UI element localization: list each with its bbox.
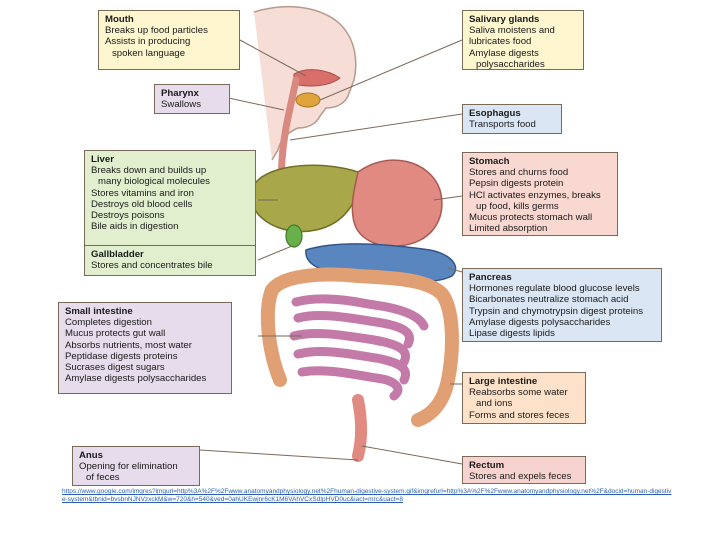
- rectum-line: Stores and expels feces: [469, 471, 572, 483]
- pancreas-line: Hormones regulate blood glucose levels: [469, 283, 640, 295]
- liver-line: Destroys poisons: [91, 210, 165, 222]
- liver-line: Breaks down and builds up: [91, 165, 207, 177]
- pharynx-box: Pharynx Swallows: [154, 84, 230, 114]
- small-intestine-line: Sucrases digest sugars: [65, 362, 165, 374]
- rectum-box: Rectum Stores and expels feces: [462, 456, 586, 484]
- small-intestine-line: Absorbs nutrients, most water: [65, 339, 192, 351]
- small-intestine-box: Small intestine Completes digestion Mucu…: [58, 302, 232, 394]
- mouth-line: Breaks up food particles: [105, 25, 208, 37]
- anus-line: Opening for elimination: [79, 461, 178, 473]
- small-intestine-line: Completes digestion: [65, 317, 152, 329]
- anus-title: Anus: [79, 450, 103, 461]
- esophagus-line: Transports food: [469, 119, 536, 131]
- digestive-diagram: Mouth Breaks up food particles Assists i…: [58, 0, 674, 486]
- rectum-organ: [352, 394, 367, 462]
- large-intestine-organ: [260, 267, 459, 427]
- small-intestine-line: Peptidase digests proteins: [65, 350, 178, 362]
- esophagus-box: Esophagus Transports food: [462, 104, 562, 134]
- liver-line: Destroys old blood cells: [91, 198, 193, 210]
- large-intestine-title: Large intestine: [469, 376, 538, 387]
- mouth-line: spoken language: [112, 47, 186, 59]
- gallbladder-section: Gallbladder Stores and concentrates bile: [85, 245, 255, 274]
- gallbladder-line: Stores and concentrates bile: [91, 260, 213, 272]
- salivary-glands-box: Salivary glands Saliva moistens and lubr…: [462, 10, 584, 70]
- esophagus-title: Esophagus: [469, 108, 521, 119]
- large-intestine-line: Forms and stores feces: [469, 409, 570, 421]
- stomach-line: Pepsin digests protein: [469, 178, 564, 190]
- rectum-title: Rectum: [469, 460, 505, 471]
- small-intestine-line: Amylase digests polysaccharides: [65, 373, 207, 385]
- pancreas-line: Lipase digests lipids: [469, 328, 555, 340]
- liver-line: Stores vitamins and iron: [91, 187, 194, 199]
- connector-lines: [199, 39, 463, 465]
- large-intestine-line: and ions: [476, 398, 513, 410]
- pharynx-line: Swallows: [161, 99, 201, 111]
- stomach-line: Mucus protects stomach wall: [469, 212, 593, 224]
- salivary-line: Amylase digests: [469, 47, 539, 59]
- salivary-line: lubricates food: [469, 36, 532, 48]
- liver-line: many biological molecules: [98, 176, 210, 188]
- anus-box: Anus Opening for elimination of feces: [72, 446, 200, 486]
- stomach-title: Stomach: [469, 156, 510, 167]
- stomach-line: Stores and churns food: [469, 167, 569, 179]
- stomach-organ: [351, 159, 443, 247]
- mouth-title: Mouth: [105, 14, 134, 25]
- anus-line: of feces: [86, 472, 120, 484]
- liver-line: Bile aids in digestion: [91, 221, 179, 233]
- small-intestine-organ: [289, 294, 429, 401]
- small-intestine-line: Mucus protects gut wall: [65, 328, 166, 340]
- mouth-line: Assists in producing: [105, 36, 191, 48]
- pharynx-title: Pharynx: [161, 88, 199, 99]
- large-intestine-line: Reabsorbs some water: [469, 387, 568, 399]
- liver-organ: [251, 164, 360, 233]
- digestive-system-illustration: [199, 5, 463, 465]
- stomach-box: Stomach Stores and churns food Pepsin di…: [462, 152, 618, 236]
- liver-title: Liver: [91, 154, 114, 165]
- liver-gallbladder-box: Liver Breaks down and builds up many bio…: [84, 150, 256, 276]
- stomach-line: up food, kills germs: [476, 200, 559, 212]
- pancreas-title: Pancreas: [469, 272, 512, 283]
- pancreas-line: Bicarbonates neutralize stomach acid: [469, 294, 629, 306]
- salivary-line: polysaccharides: [476, 58, 545, 70]
- stomach-line: HCl activates enzymes, breaks: [469, 189, 601, 201]
- small-intestine-title: Small intestine: [65, 306, 133, 317]
- source-url-link[interactable]: https://www.google.com/imgres?imgurl=htt…: [62, 488, 672, 504]
- gallbladder-organ: [285, 224, 303, 248]
- large-intestine-box: Large intestine Reabsorbs some water and…: [462, 372, 586, 424]
- pancreas-line: Amylase digests polysaccharides: [469, 316, 611, 328]
- pancreas-box: Pancreas Hormones regulate blood glucose…: [462, 268, 662, 342]
- gallbladder-title: Gallbladder: [91, 249, 144, 260]
- stomach-line: Limited absorption: [469, 223, 548, 235]
- salivary-line: Saliva moistens and: [469, 25, 555, 37]
- tongue: [293, 69, 341, 87]
- salivary-title: Salivary glands: [469, 14, 540, 25]
- mouth-box: Mouth Breaks up food particles Assists i…: [98, 10, 240, 70]
- pancreas-line: Trypsin and chymotrypsin digest proteins: [469, 305, 644, 317]
- salivary-gland: [295, 92, 321, 108]
